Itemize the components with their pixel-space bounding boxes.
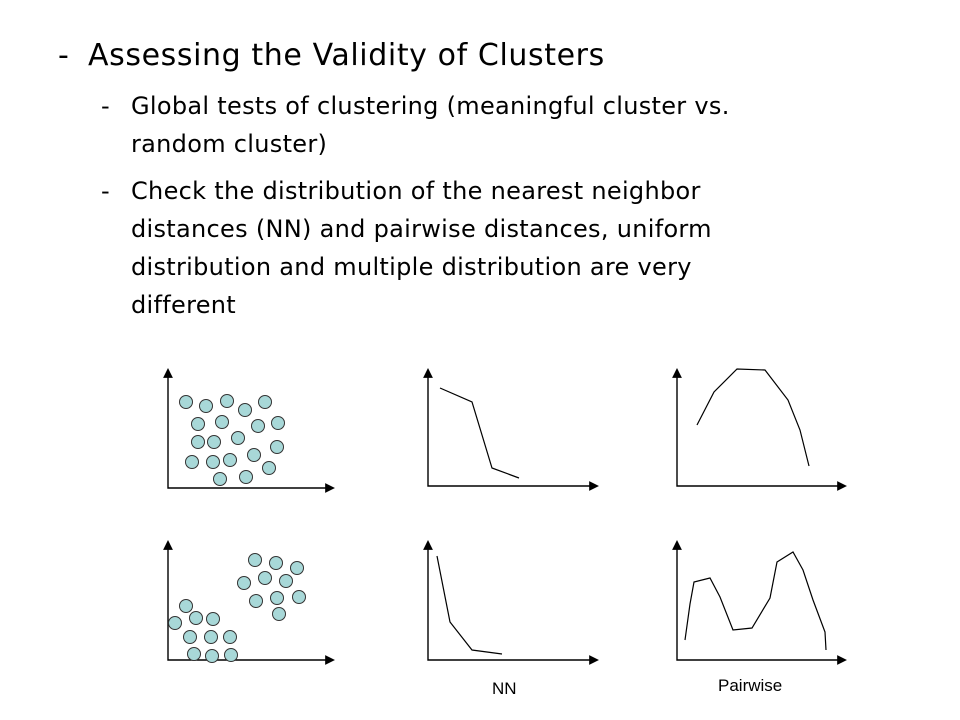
- uniform-point: [270, 440, 284, 454]
- uniform-point: [199, 399, 213, 413]
- pairwise-uniform-curve: [696, 368, 810, 467]
- uniform-point: [206, 455, 220, 469]
- bullet-text: Global tests of clustering (meaningful c…: [131, 87, 730, 163]
- uniform-point: [191, 435, 205, 449]
- clustered-point: [206, 612, 220, 626]
- bullet-line: different: [131, 291, 236, 319]
- clustered-point: [269, 556, 283, 570]
- clustered-point: [292, 590, 306, 604]
- clustered-point: [223, 630, 237, 644]
- uniform-point: [220, 394, 234, 408]
- uniform-point: [247, 448, 261, 462]
- clustered-point: [290, 561, 304, 575]
- clustered-point: [168, 616, 182, 630]
- uniform-point: [215, 415, 229, 429]
- nn-uniform-axes: [423, 368, 599, 491]
- uniform-point: [238, 403, 252, 417]
- clustered-point: [187, 647, 201, 661]
- slide-heading: Assessing the Validity of Clusters: [88, 38, 605, 73]
- uniform-point: [251, 419, 265, 433]
- bullet-line: distribution and multiple distribution a…: [131, 253, 692, 281]
- uniform-point: [179, 395, 193, 409]
- bullet-line: Global tests of clustering (meaningful c…: [131, 92, 730, 120]
- clustered-point: [205, 649, 219, 663]
- clustered-point: [183, 630, 197, 644]
- bullet-line: Check the distribution of the nearest ne…: [131, 177, 701, 205]
- uniform-point: [223, 453, 237, 467]
- uniform-point: [239, 470, 253, 484]
- pairwise-clustered-axes: [672, 540, 847, 665]
- clustered-point: [249, 594, 263, 608]
- uniform-point: [191, 417, 205, 431]
- caption-nn: NN: [492, 679, 517, 698]
- uniform-point: [231, 431, 245, 445]
- clustered-point: [258, 571, 272, 585]
- uniform-point: [213, 472, 227, 486]
- nn-clustered-curve: [436, 555, 503, 655]
- uniform-point: [258, 395, 272, 409]
- clustered-point: [279, 574, 293, 588]
- clustered-point: [189, 611, 203, 625]
- nn-uniform-curve: [439, 387, 520, 479]
- uniform-point: [271, 416, 285, 430]
- bullet-marker: -: [101, 177, 110, 205]
- uniform-point: [185, 455, 199, 469]
- clustered-point: [224, 648, 238, 662]
- bullet-text: Check the distribution of the nearest ne…: [131, 172, 712, 324]
- uniform-point: [207, 435, 221, 449]
- bullet-marker: -: [58, 38, 70, 73]
- caption-pairwise: Pairwise: [718, 676, 783, 695]
- bullet-line: distances (NN) and pairwise distances, u…: [131, 215, 712, 243]
- pairwise-clustered-curve: [684, 551, 827, 651]
- scatter-clustered-axes: [163, 540, 335, 665]
- clustered-point: [272, 607, 286, 621]
- bullet-line: random cluster): [131, 130, 328, 158]
- pairwise-uniform-axes: [672, 368, 847, 491]
- clustered-point: [270, 591, 284, 605]
- clustered-point: [179, 599, 193, 613]
- bullet-marker: -: [101, 92, 110, 120]
- uniform-point: [262, 461, 276, 475]
- nn-clustered-axes: [423, 540, 599, 665]
- clustered-point: [237, 576, 251, 590]
- clustered-point: [204, 630, 218, 644]
- clustered-point: [248, 553, 262, 567]
- scatter-uniform-axes: [163, 368, 335, 493]
